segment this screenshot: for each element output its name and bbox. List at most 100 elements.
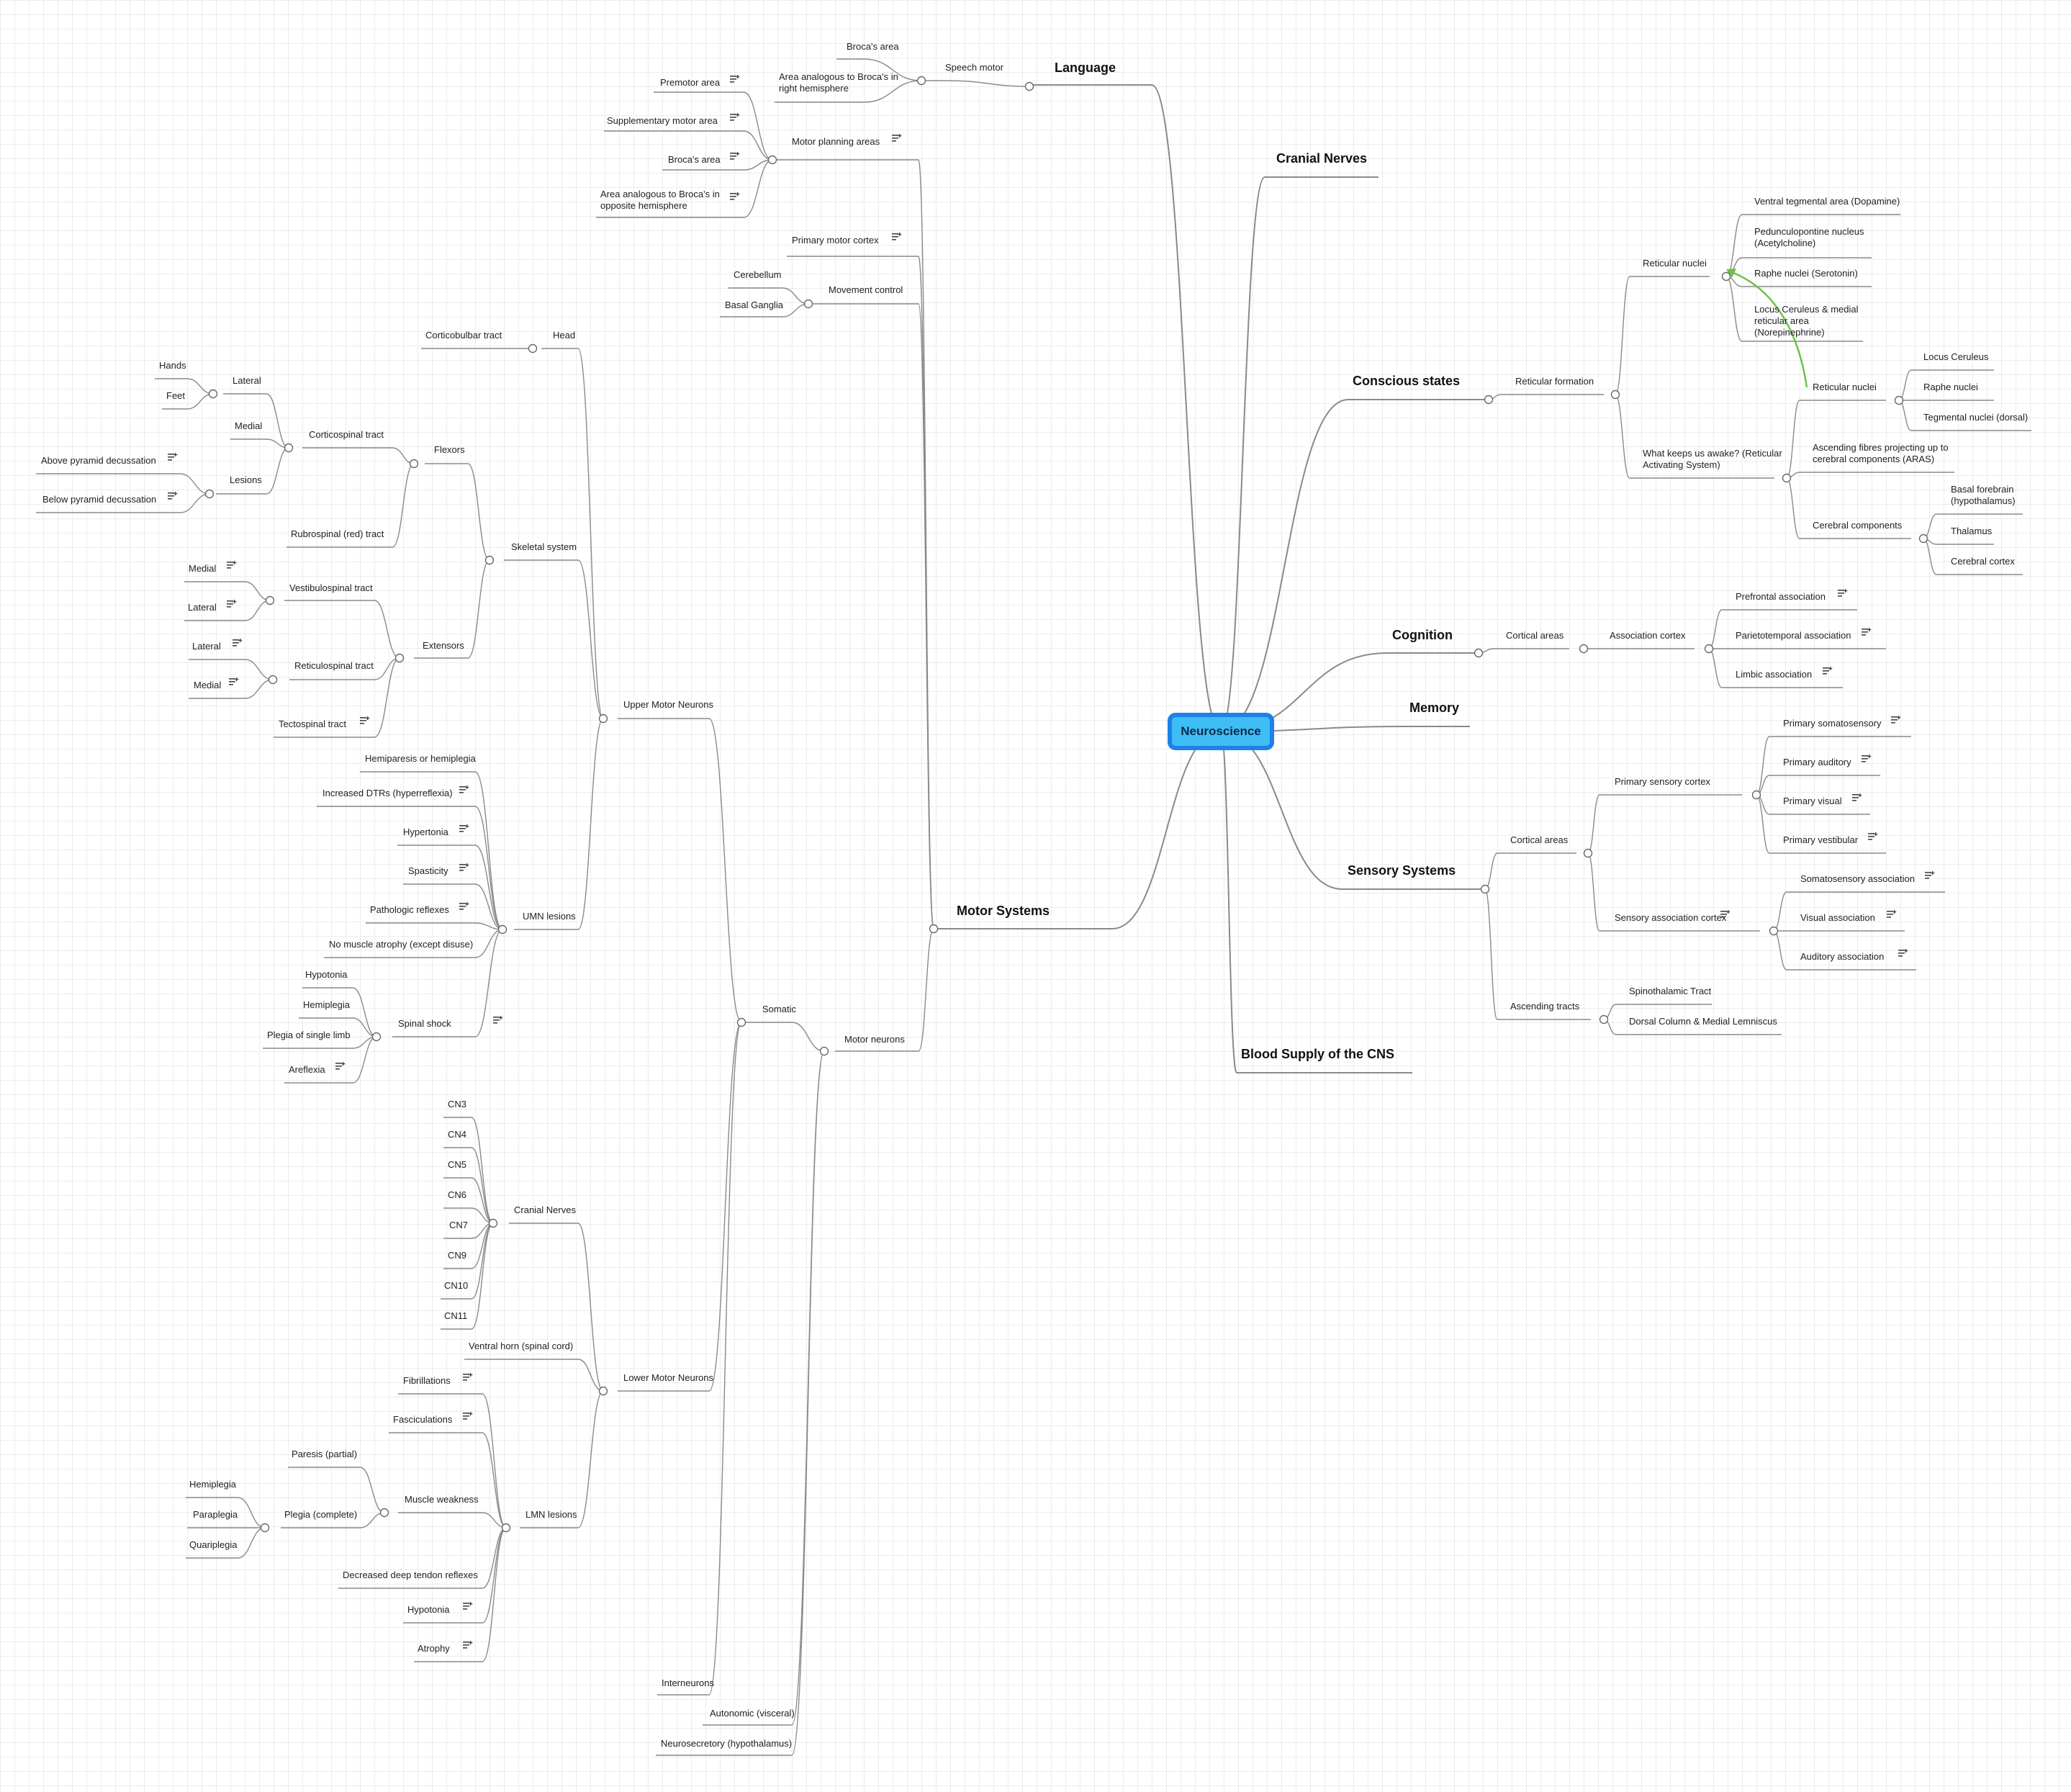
central-topic[interactable]: Neuroscience <box>1168 713 1274 750</box>
collapse-circle-icon[interactable] <box>1480 884 1490 894</box>
note-icon[interactable] <box>227 600 237 608</box>
main-topic-topics-cranial-nerves[interactable]: Cranial Nerves <box>1276 151 1368 166</box>
main-topic-topics-language[interactable]: Language <box>1055 60 1116 75</box>
topic-motor-paraplegia[interactable]: Paraplegia <box>193 1509 238 1520</box>
topic-conscious-locus-ceruleus[interactable]: Locus Ceruleus <box>1923 351 1989 362</box>
topic-motor-area-analogous-opposite[interactable]: Area analogous to Broca's in opposite he… <box>600 189 720 211</box>
topic-cognition-limbic[interactable]: Limbic association <box>1736 669 1813 680</box>
topic-motor-upper-motor-neurons[interactable]: Upper Motor Neurons <box>623 699 713 710</box>
topic-sensory-primary-visual[interactable]: Primary visual <box>1783 796 1842 806</box>
topic-motor-rs-medial[interactable]: Medial <box>194 680 222 690</box>
topic-motor-cn6[interactable]: CN6 <box>448 1189 467 1200</box>
topic-conscious-cerebral-components[interactable]: Cerebral components <box>1813 520 1903 531</box>
topic-motor-cn3[interactable]: CN3 <box>448 1099 467 1109</box>
note-icon[interactable] <box>730 75 740 84</box>
collapse-circle-icon[interactable] <box>598 1386 608 1396</box>
note-icon[interactable] <box>1862 628 1872 636</box>
topic-language-speech-motor[interactable]: Speech motor <box>945 62 1003 73</box>
topic-motor-rubrospinal[interactable]: Rubrospinal (red) tract <box>291 528 384 539</box>
main-topic-topics-blood-supply[interactable]: Blood Supply of the CNS <box>1241 1047 1394 1061</box>
collapse-circle-icon[interactable] <box>394 653 405 663</box>
topic-motor-decreased-dtr[interactable]: Decreased deep tendon reflexes <box>343 1570 478 1580</box>
topic-conscious-locus-medial[interactable]: Locus Ceruleus & medial reticular area (… <box>1754 304 1859 338</box>
topic-conscious-reticular-nuclei[interactable]: Reticular nuclei <box>1643 258 1707 269</box>
relationship-line[interactable] <box>1727 269 1808 388</box>
note-icon[interactable] <box>229 677 239 686</box>
collapse-circle-icon[interactable] <box>204 489 215 499</box>
collapse-circle-icon[interactable] <box>1769 926 1779 936</box>
collapse-circle-icon[interactable] <box>929 924 939 934</box>
topic-cognition-association-cortex[interactable]: Association cortex <box>1610 630 1686 641</box>
note-icon[interactable] <box>1868 832 1878 841</box>
topic-motor-medial[interactable]: Medial <box>235 420 263 431</box>
topic-motor-pathologic-reflexes[interactable]: Pathologic reflexes <box>370 904 449 915</box>
topic-motor-atrophy[interactable]: Atrophy <box>418 1643 450 1654</box>
note-icon[interactable] <box>463 1373 473 1382</box>
topic-motor-vestibulospinal[interactable]: Vestibulospinal tract <box>289 582 373 593</box>
topic-motor-hypertonia[interactable]: Hypertonia <box>403 827 448 837</box>
collapse-circle-icon[interactable] <box>1484 395 1494 405</box>
collapse-circle-icon[interactable] <box>803 299 813 309</box>
main-topic-topics-cognition[interactable]: Cognition <box>1392 628 1453 642</box>
topic-motor-extensors[interactable]: Extensors <box>423 640 464 651</box>
topic-sensory-somatosensory-association[interactable]: Somatosensory association <box>1800 873 1915 884</box>
topic-motor-hands[interactable]: Hands <box>159 360 186 371</box>
topic-motor-ss-hemiplegia[interactable]: Hemiplegia <box>303 999 351 1010</box>
note-icon[interactable] <box>493 1016 503 1025</box>
topic-motor-increased-dtrs[interactable]: Increased DTRs (hyperreflexia) <box>322 788 453 798</box>
note-icon[interactable] <box>730 113 740 122</box>
topic-sensory-sensory-association-cortex[interactable]: Sensory association cortex <box>1615 912 1727 923</box>
collapse-circle-icon[interactable] <box>1918 533 1928 544</box>
topic-cognition-cortical-areas[interactable]: Cortical areas <box>1506 630 1564 641</box>
topic-sensory-primary-sensory-cortex[interactable]: Primary sensory cortex <box>1615 776 1710 787</box>
collapse-circle-icon[interactable] <box>1751 790 1761 800</box>
note-icon[interactable] <box>227 561 237 569</box>
note-icon[interactable] <box>335 1062 346 1071</box>
topic-motor-corticobulbar[interactable]: Corticobulbar tract <box>425 330 502 341</box>
topic-sensory-primary-auditory[interactable]: Primary auditory <box>1783 757 1851 767</box>
topic-motor-primary-motor-cortex[interactable]: Primary motor cortex <box>792 235 879 246</box>
topic-motor-umn-lesions[interactable]: UMN lesions <box>523 911 576 922</box>
topic-motor-vs-lateral[interactable]: Lateral <box>188 602 217 613</box>
topic-motor-plegia-single-limb[interactable]: Plegia of single limb <box>267 1030 351 1040</box>
main-topic-topics-sensory-systems[interactable]: Sensory Systems <box>1348 863 1456 878</box>
topic-motor-movement-control[interactable]: Movement control <box>829 284 903 295</box>
topic-motor-tectospinal[interactable]: Tectospinal tract <box>279 719 346 729</box>
topic-motor-lesions[interactable]: Lesions <box>230 474 262 485</box>
collapse-circle-icon[interactable] <box>497 924 507 935</box>
topic-sensory-ascending-tracts[interactable]: Ascending tracts <box>1510 1001 1580 1012</box>
note-icon[interactable] <box>1891 716 1901 724</box>
collapse-circle-icon[interactable] <box>1474 648 1484 658</box>
topic-motor-cn5[interactable]: CN5 <box>448 1159 467 1170</box>
collapse-circle-icon[interactable] <box>528 343 538 354</box>
topic-cognition-prefrontal[interactable]: Prefrontal association <box>1736 591 1826 602</box>
main-topic-topics-conscious-states[interactable]: Conscious states <box>1353 374 1461 388</box>
topic-motor-ventral-horn[interactable]: Ventral horn (spinal cord) <box>469 1341 574 1351</box>
topic-conscious-basal-forebrain[interactable]: Basal forebrain (hypothalamus) <box>1951 484 2016 506</box>
topic-sensory-primary-somatosensory[interactable]: Primary somatosensory <box>1783 718 1882 729</box>
note-icon[interactable] <box>1925 871 1935 880</box>
topic-motor-rs-lateral[interactable]: Lateral <box>192 641 221 652</box>
topic-motor-flexors[interactable]: Flexors <box>434 444 465 455</box>
topic-motor-neurosecretory[interactable]: Neurosecretory (hypothalamus) <box>661 1738 793 1749</box>
collapse-circle-icon[interactable] <box>1579 644 1589 654</box>
collapse-circle-icon[interactable] <box>1024 81 1034 91</box>
topic-motor-feet[interactable]: Feet <box>166 390 186 401</box>
note-icon[interactable] <box>730 192 740 201</box>
collapse-circle-icon[interactable] <box>1583 848 1593 858</box>
topic-motor-lower-motor-neurons[interactable]: Lower Motor Neurons <box>623 1372 713 1383</box>
collapse-circle-icon[interactable] <box>1721 271 1731 282</box>
topic-motor-cn9[interactable]: CN9 <box>448 1250 467 1261</box>
topic-conscious-vta[interactable]: Ventral tegmental area (Dopamine) <box>1754 196 1900 207</box>
note-icon[interactable] <box>360 716 370 725</box>
topic-sensory-primary-vestibular[interactable]: Primary vestibular <box>1783 834 1859 845</box>
note-icon[interactable] <box>1838 589 1848 598</box>
topic-motor-cerebellum[interactable]: Cerebellum <box>734 269 782 280</box>
collapse-circle-icon[interactable] <box>1782 473 1792 483</box>
note-icon[interactable] <box>463 1602 473 1611</box>
topic-motor-cn4[interactable]: CN4 <box>448 1129 467 1140</box>
topic-motor-below-pyramid[interactable]: Below pyramid decussation <box>42 494 157 505</box>
topic-motor-quariplegia[interactable]: Quariplegia <box>189 1539 238 1550</box>
note-icon[interactable] <box>730 152 740 161</box>
note-icon[interactable] <box>892 134 902 143</box>
